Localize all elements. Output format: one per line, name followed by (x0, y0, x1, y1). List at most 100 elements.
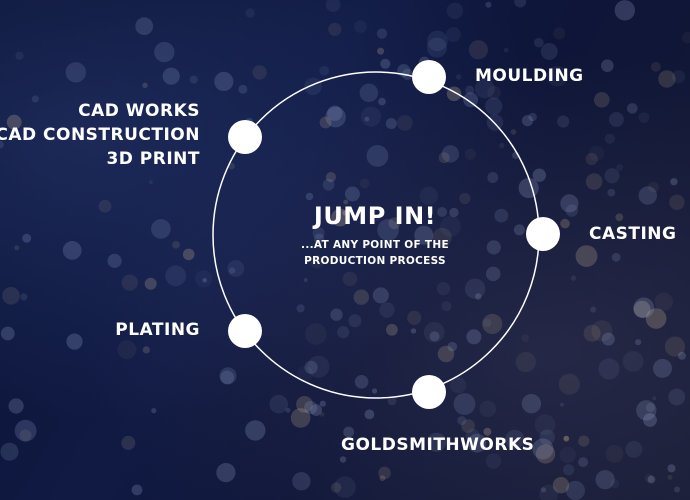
bokeh-particle (319, 412, 325, 417)
goldsmithworks-node-label: GOLDSMITHWORKS (341, 435, 535, 455)
bokeh-particle (651, 62, 661, 72)
bokeh-particle (292, 472, 311, 491)
bokeh-particle (465, 85, 475, 95)
bokeh-particle (151, 408, 157, 414)
bokeh-particle (494, 208, 509, 223)
diagram-subtitle-line: PRODUCTION PROCESS (304, 255, 446, 267)
plating-node-dot[interactable] (228, 314, 262, 348)
casting-node-label: CASTING (589, 224, 677, 244)
bokeh-particle (560, 194, 579, 213)
bokeh-particle (107, 253, 122, 268)
bokeh-particle (616, 164, 624, 171)
bokeh-particle (0, 326, 15, 341)
bokeh-particle (611, 252, 621, 262)
bokeh-particle (348, 314, 362, 328)
moulding-node-dot[interactable] (412, 60, 446, 94)
bokeh-particle (189, 75, 198, 84)
bokeh-particle (342, 210, 348, 216)
bokeh-particle (396, 115, 413, 131)
bokeh-particle (633, 297, 655, 319)
bokeh-particle (364, 409, 375, 420)
bokeh-particle (644, 473, 654, 483)
bokeh-particle (325, 106, 346, 128)
bokeh-particle (601, 332, 615, 346)
bokeh-particle (427, 30, 448, 52)
bokeh-particle (62, 241, 82, 260)
bokeh-particle (485, 453, 502, 469)
bokeh-particle (312, 227, 325, 240)
bokeh-particle (672, 70, 686, 84)
bokeh-particle (344, 186, 360, 202)
bokeh-particle (142, 82, 148, 89)
bokeh-particle (325, 172, 336, 183)
bokeh-particle (456, 74, 462, 80)
bokeh-particle (410, 328, 417, 334)
bokeh-particle (647, 475, 656, 484)
casting-node-dot[interactable] (526, 217, 560, 251)
bokeh-particle (464, 278, 486, 299)
bokeh-particle (667, 464, 676, 473)
bokeh-particle (594, 92, 610, 108)
bokeh-particle (449, 207, 459, 218)
bokeh-particle (148, 180, 153, 185)
bokeh-particle (353, 289, 369, 305)
bokeh-particle (310, 255, 324, 269)
bokeh-particle (252, 65, 267, 80)
bokeh-particle (426, 37, 447, 58)
bokeh-particle (135, 17, 154, 36)
bokeh-particle (330, 308, 343, 321)
bokeh-particle (450, 377, 467, 394)
bokeh-particle (445, 27, 461, 42)
bokeh-particle (627, 103, 638, 114)
bokeh-particle (378, 466, 391, 480)
bokeh-particle (625, 440, 643, 458)
diagram-subtitle-line: ...AT ANY POINT OF THE (301, 239, 449, 251)
bokeh-particle (515, 351, 536, 373)
bokeh-particle (22, 233, 32, 243)
bokeh-particle (65, 62, 87, 83)
bokeh-particle (296, 365, 313, 383)
process-ring (212, 71, 540, 399)
bokeh-particle (386, 323, 398, 336)
bokeh-particle (438, 152, 450, 164)
bokeh-particle (319, 400, 326, 407)
bokeh-particle (559, 402, 564, 407)
bokeh-particle (539, 429, 555, 446)
bokeh-particle (565, 480, 585, 500)
bokeh-particle (652, 396, 657, 401)
bokeh-particle (117, 340, 137, 360)
bokeh-particle (423, 321, 445, 343)
bokeh-particle (342, 271, 358, 287)
goldsmithworks-node-dot[interactable] (412, 375, 446, 409)
bokeh-particle (220, 370, 235, 385)
bokeh-particle (269, 394, 289, 414)
bokeh-particle (636, 400, 657, 421)
bokeh-particle (154, 41, 175, 63)
bokeh-particle (482, 318, 492, 328)
cad-node-dot[interactable] (228, 120, 262, 154)
bokeh-particle (585, 173, 603, 190)
bokeh-particle (447, 341, 458, 352)
bokeh-particle (202, 278, 207, 283)
bokeh-particle (359, 83, 379, 103)
diagram-title: JUMP IN! (313, 202, 437, 230)
bokeh-particle (379, 475, 386, 482)
bokeh-particle (468, 40, 488, 60)
bokeh-particle (429, 331, 440, 342)
bokeh-particle (359, 178, 370, 189)
bokeh-particle (664, 336, 686, 357)
bokeh-particle (563, 435, 570, 442)
bokeh-particle (304, 401, 318, 415)
bokeh-particle (0, 442, 19, 461)
bokeh-particle (20, 293, 28, 301)
bokeh-particle (483, 427, 492, 436)
bokeh-particle (674, 486, 681, 493)
bokeh-particle (14, 245, 20, 251)
bokeh-particle (583, 324, 601, 342)
bokeh-particle (310, 404, 323, 416)
bokeh-particle (653, 358, 672, 378)
bokeh-particle (446, 2, 464, 19)
bokeh-particle (669, 194, 685, 210)
bokeh-particle (6, 114, 22, 130)
bokeh-particle (505, 429, 525, 450)
